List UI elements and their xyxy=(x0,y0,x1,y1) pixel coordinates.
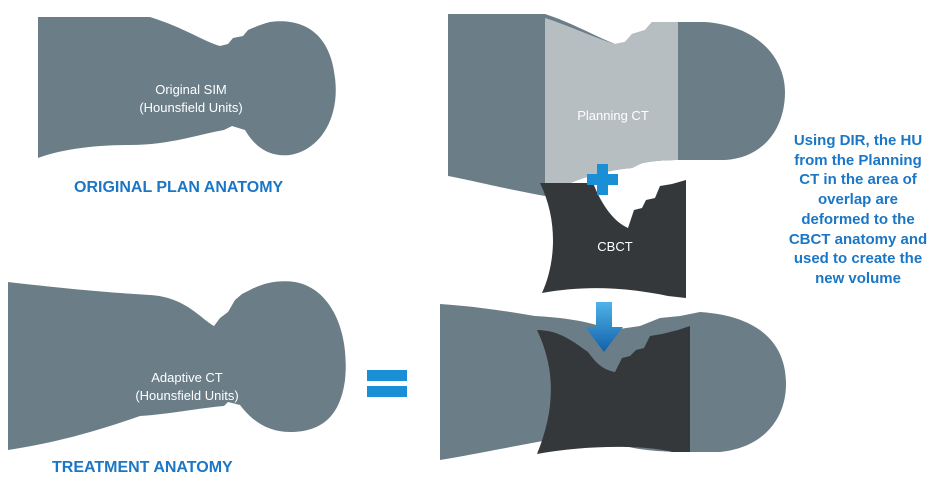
note-line: used to create the xyxy=(793,250,923,268)
adaptive-ct-head-shape xyxy=(8,281,346,450)
dir-explanation-note: Using DIR, the HU from the Planning CT i… xyxy=(774,131,942,289)
planning-ct-label: Planning CT xyxy=(577,108,649,123)
original-sim-label: Original SIM (Hounsfield Units) xyxy=(121,81,261,117)
treatment-anatomy-heading: TREATMENT ANATOMY xyxy=(52,459,233,476)
note-line: deformed to the xyxy=(801,210,915,228)
adaptive-ct-label-line1: Adaptive CT xyxy=(151,370,223,385)
planning-ct-overlap-band xyxy=(545,18,678,196)
original-plan-anatomy-heading: ORIGINAL PLAN ANATOMY xyxy=(74,179,284,196)
equals-icon xyxy=(367,370,407,397)
cbct-label: CBCT xyxy=(597,239,633,254)
original-sim-label-line1: Original SIM xyxy=(155,82,227,97)
result-cbct-overlay xyxy=(537,326,690,454)
adaptive-ct-label-line2: (Hounsfield Units) xyxy=(135,388,239,403)
cbct-shape xyxy=(540,180,686,298)
arrow-down-icon xyxy=(585,302,623,352)
note-line: from the Planning xyxy=(794,151,922,169)
note-line: Using DIR, the HU xyxy=(793,132,923,149)
note-line: overlap are xyxy=(817,191,899,209)
original-sim-head-shape xyxy=(38,17,336,158)
original-sim-label-line2: (Hounsfield Units) xyxy=(139,100,243,115)
note-line: new volume xyxy=(815,269,901,287)
plus-icon xyxy=(587,164,618,195)
note-line: CT in the area of xyxy=(799,171,917,189)
adaptive-ct-label: Adaptive CT (Hounsfield Units) xyxy=(117,369,257,405)
note-line: CBCT anatomy and xyxy=(788,230,928,248)
